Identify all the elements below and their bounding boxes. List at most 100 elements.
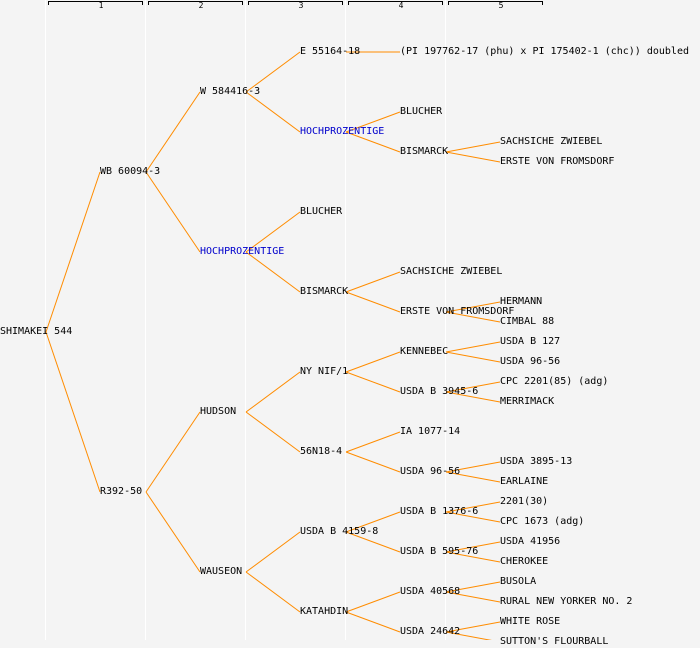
column-divider [45,0,46,640]
ancestor-cultivar[interactable]: SACHSICHE ZWIEBEL [500,136,603,147]
ancestor-cultivar[interactable]: MERRIMACK [500,396,555,407]
parent-link [345,511,401,533]
ancestor-cultivar[interactable]: WAUSEON [200,566,243,577]
ancestor-cultivar[interactable]: HUDSON [200,406,237,417]
parent-link [445,301,501,313]
ancestor-cultivar[interactable]: USDA B 3945-6 [400,386,479,397]
ancestor-cultivar[interactable]: ERSTE VON FROMSDORF [400,306,515,317]
ancestor-cultivar[interactable]: E 55164-18 [300,46,361,57]
parent-link [345,131,401,153]
ancestor-cultivar[interactable]: BUSOLA [500,576,537,587]
parent-link [445,541,501,553]
generation-bracket-5 [448,1,543,5]
ancestor-cultivar[interactable]: NY NIF/1 [300,366,349,377]
generation-label-1: 1 [98,1,104,10]
parent-link [45,171,101,333]
ancestor-cultivar[interactable]: W 584416-3 [200,86,261,97]
parent-link [345,111,401,133]
parent-link [445,511,501,523]
generation-bracket-2 [148,1,243,5]
parent-link [345,451,401,473]
parent-link [345,591,401,613]
generation-label-5: 5 [498,1,504,10]
parent-link [345,611,401,633]
ancestor-cultivar[interactable]: USDA 3895-13 [500,456,573,467]
ancestor-cultivar[interactable]: ERSTE VON FROMSDORF [500,156,615,167]
ancestor-cultivar[interactable]: BLUCHER [400,106,443,117]
parent-link [445,621,501,633]
ancestor-cultivar[interactable]: CHEROKEE [500,556,549,567]
ancestor-cultivar[interactable]: (PI 197762-17 (phu) x PI 175402-1 (chc))… [400,46,689,57]
ancestor-cultivar[interactable]: HOCHPROZENTIGE [300,126,385,137]
parent-link [445,461,501,473]
parent-link [345,351,401,373]
ancestor-cultivar[interactable]: EARLAINE [500,476,549,487]
ancestor-cultivar[interactable]: USDA 24642 [400,626,461,637]
parent-link [245,251,301,293]
parent-link [345,271,401,293]
column-divider [345,0,346,640]
generation-bracket-4 [348,1,443,5]
column-divider [145,0,146,640]
ancestor-cultivar[interactable]: IA 1077-14 [400,426,461,437]
ancestor-cultivar[interactable]: CPC 2201(85) (adg) [500,376,609,387]
ancestor-cultivar[interactable]: BISMARCK [400,146,449,157]
ancestor-cultivar[interactable]: CPC 1673 (adg) [500,516,585,527]
generation-label-4: 4 [398,1,404,10]
generation-bracket-1 [48,1,143,5]
parent-link [345,431,401,453]
parent-link [145,171,201,253]
ancestor-cultivar[interactable]: USDA 41956 [500,536,561,547]
generation-label-3: 3 [298,1,304,10]
ancestor-cultivar[interactable]: SACHSICHE ZWIEBEL [400,266,503,277]
parent-link [445,471,501,483]
parent-link [45,331,101,493]
ancestor-cultivar[interactable]: USDA B 1376-6 [400,506,479,517]
parent-link [445,141,501,153]
parent-link [445,551,501,563]
parent-link [445,631,492,640]
parent-link [445,381,501,393]
ancestor-cultivar[interactable]: BLUCHER [300,206,343,217]
parent-link [345,291,401,313]
ancestor-cultivar[interactable]: USDA B 4159-8 [300,526,379,537]
ancestor-cultivar[interactable]: USDA 96-56 [500,356,561,367]
parent-link [445,591,501,603]
parent-link [445,151,501,163]
parent-link [345,371,401,393]
ancestor-cultivar[interactable]: 56N18-4 [300,446,343,457]
ancestor-cultivar[interactable]: USDA B 595-76 [400,546,479,557]
ancestor-cultivar[interactable]: KENNEBEC [400,346,449,357]
column-divider [445,0,446,640]
ancestor-cultivar[interactable]: BISMARCK [300,286,349,297]
ancestor-cultivar[interactable]: HOCHPROZENTIGE [200,246,285,257]
parent-link [245,51,301,93]
ancestor-cultivar[interactable]: USDA B 127 [500,336,561,347]
parent-link [145,411,201,493]
generation-bracket-3 [248,1,343,5]
ancestor-cultivar[interactable]: USDA 96-56 [400,466,461,477]
parent-link [445,501,501,513]
ancestor-cultivar[interactable]: USDA 40568 [400,586,461,597]
parent-link [445,351,501,363]
parent-link [245,91,301,133]
ancestor-cultivar[interactable]: KATAHDIN [300,606,349,617]
ancestor-cultivar[interactable]: R392-50 [100,486,143,497]
parent-link [245,371,301,413]
ancestor-cultivar[interactable]: WHITE ROSE [500,616,561,627]
parent-link [245,211,301,253]
column-divider [245,0,246,640]
parent-link [445,341,501,353]
ancestor-cultivar[interactable]: RURAL NEW YORKER NO. 2 [500,596,633,607]
ancestor-cultivar[interactable]: CIMBAL 88 [500,316,555,327]
ancestor-cultivar[interactable]: SUTTON'S FLOURBALL [500,636,609,647]
root-cultivar[interactable]: SHIMAKEI 544 [0,326,73,337]
parent-link [245,571,301,613]
parent-link [145,491,201,573]
parent-link [345,531,401,553]
ancestor-cultivar[interactable]: WB 60094-3 [100,166,161,177]
parent-link [445,581,501,593]
ancestor-cultivar[interactable]: HERMANN [500,296,543,307]
ancestor-cultivar[interactable]: 2201(30) [500,496,549,507]
